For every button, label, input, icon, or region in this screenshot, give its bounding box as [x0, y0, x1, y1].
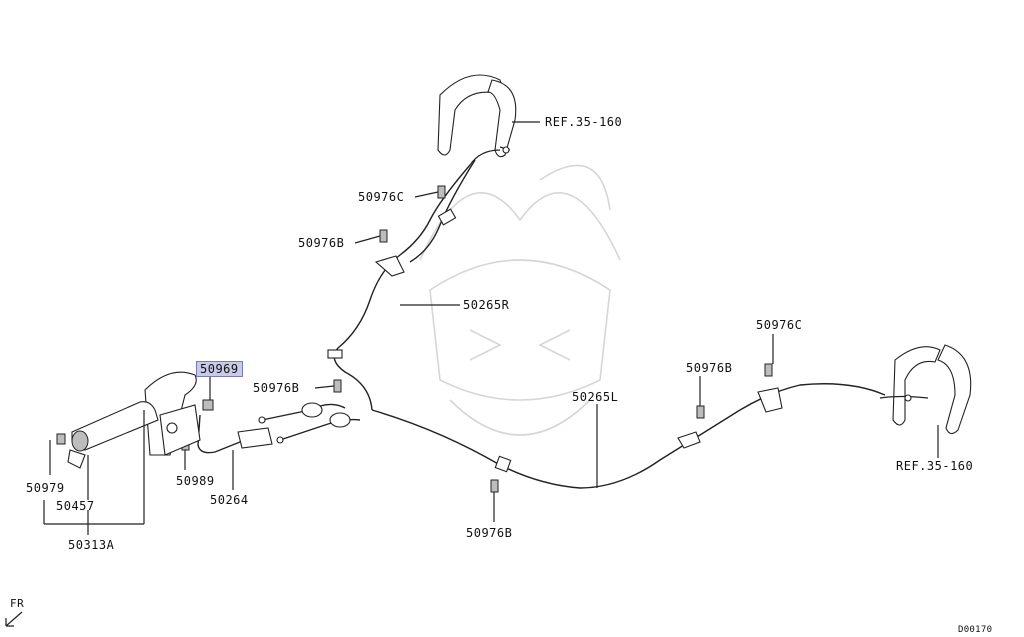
label-50979: 50979: [26, 481, 65, 495]
label-50976b-bottom: 50976B: [466, 526, 513, 540]
cable-50265R: [333, 164, 471, 411]
label-50976b-right: 50976B: [686, 361, 733, 375]
front-arrow-icon: [5, 611, 23, 627]
brake-shoe-top: [437, 74, 517, 166]
cable-brackets: [327, 208, 783, 473]
diagram-code: D00170: [958, 625, 993, 635]
front-cable-50264: [197, 414, 273, 454]
label-50976c-top: 50976C: [358, 190, 405, 204]
brake-shoe-right: [879, 344, 972, 435]
label-50969[interactable]: 50969: [196, 361, 243, 377]
cable-ends: [258, 402, 361, 444]
label-50313a: 50313A: [68, 538, 115, 552]
watermark-helmet: [419, 164, 621, 436]
label-50976c-right: 50976C: [756, 318, 803, 332]
label-ref-top: REF.35-160: [545, 115, 623, 129]
label-50265l: 50265L: [572, 390, 619, 404]
label-50976b-mid: 50976B: [253, 381, 300, 395]
label-fr: FR: [10, 597, 25, 610]
label-50457: 50457: [56, 499, 95, 513]
label-50976b-upper: 50976B: [298, 236, 345, 250]
label-50265r: 50265R: [463, 298, 510, 312]
parking-lever-assembly: [67, 371, 201, 469]
leader-lines: [43, 121, 939, 535]
cable-50265L: [371, 383, 886, 489]
label-50989: 50989: [176, 474, 215, 488]
label-50264: 50264: [210, 493, 249, 507]
label-ref-right: REF.35-160: [896, 459, 974, 473]
